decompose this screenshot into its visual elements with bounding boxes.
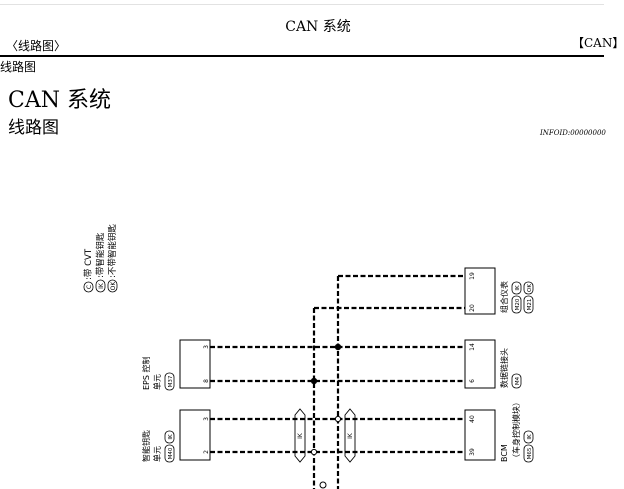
pin-number: 14 bbox=[469, 343, 476, 351]
component-label: 数据链接头 bbox=[499, 348, 509, 388]
connector-frame bbox=[164, 372, 175, 391]
legend-symbol-frame bbox=[107, 279, 118, 293]
connector-tags: M37 bbox=[164, 372, 175, 391]
breadcrumb: 线路图 bbox=[0, 60, 37, 74]
bcm: 40 39 BCM （车身控制模块） M65 IK bbox=[464, 398, 534, 463]
connector-frame bbox=[511, 295, 522, 314]
pin-number: 19 bbox=[469, 272, 476, 280]
wire-marker-frame bbox=[294, 408, 306, 463]
legend-item-no-intelligent-key: OK :不带智能钥匙 bbox=[107, 224, 118, 293]
pin-number: 39 bbox=[469, 448, 476, 456]
connector-tags: M40 IK bbox=[164, 430, 175, 463]
connector-tags: M4 bbox=[511, 373, 522, 389]
connector-frame bbox=[523, 295, 534, 314]
eps-control-unit: 3 8 EPS 控制 单元 M37 bbox=[141, 339, 211, 391]
component-label-line2: 单元 bbox=[152, 374, 162, 390]
wire-marker-label: IK bbox=[347, 432, 354, 439]
header-section: 〈线路图〉 bbox=[6, 39, 67, 53]
legend-symbol: C bbox=[86, 285, 93, 289]
component-box bbox=[179, 409, 211, 461]
legend-symbol: OK bbox=[110, 281, 117, 291]
page-title: CAN 系统 bbox=[8, 88, 111, 113]
component-label: 智能钥匙 bbox=[141, 430, 151, 462]
legend-symbol-frame bbox=[95, 279, 106, 293]
pin-number: 8 bbox=[203, 379, 210, 383]
connector-id: M4 bbox=[515, 376, 521, 385]
legend-label: :带智能钥匙 bbox=[95, 232, 106, 278]
legend-symbol: IK bbox=[98, 282, 105, 289]
pin-number: 40 bbox=[469, 415, 476, 423]
wire-marker-ik-left: IK bbox=[294, 408, 306, 463]
wiring-diagram: C :带 CVT IK :带智能钥匙 OK :不带智能钥匙 IK IK bbox=[83, 224, 534, 489]
page-subtitle: 线路图 bbox=[8, 118, 59, 138]
junction-open bbox=[334, 415, 342, 423]
top-border bbox=[0, 4, 604, 5]
connector-frame bbox=[523, 430, 534, 444]
connector-tags: M20 IK bbox=[511, 281, 522, 314]
connector-id: M21 bbox=[527, 299, 533, 311]
pin-number: 3 bbox=[203, 345, 210, 349]
legend-label: :带 CVT bbox=[84, 248, 94, 280]
connector-frame bbox=[164, 444, 175, 463]
legend-symbol-frame bbox=[83, 281, 94, 293]
combination-meter: 19 20 组合仪表 M20 IK M21 OK bbox=[464, 267, 534, 315]
component-box bbox=[464, 339, 496, 389]
component-label-cn: （车身控制模块） bbox=[511, 398, 521, 462]
connector-id: M37 bbox=[168, 375, 174, 387]
legend-item-cvt: C :带 CVT bbox=[83, 248, 94, 293]
component-box bbox=[179, 339, 211, 389]
connector-frame bbox=[523, 444, 534, 463]
connector-frame bbox=[523, 281, 534, 295]
data-link-connector: 14 6 数据链接头 M4 bbox=[464, 339, 522, 389]
pin-number: 2 bbox=[203, 450, 210, 454]
junction-marker bbox=[319, 481, 327, 489]
wire-marker-label: IK bbox=[297, 432, 304, 439]
wire-marker-ik-right: IK bbox=[344, 408, 356, 463]
connector-variant: IK bbox=[527, 434, 533, 440]
component-label: BCM bbox=[500, 444, 509, 462]
intelligent-key-unit: 3 2 智能钥匙 单元 M40 IK bbox=[141, 409, 211, 463]
component-label: EPS 控制 bbox=[141, 357, 151, 391]
legend: C :带 CVT IK :带智能钥匙 OK :不带智能钥匙 bbox=[83, 224, 118, 293]
header-divider bbox=[0, 55, 604, 57]
junction-dot bbox=[310, 377, 318, 385]
info-id: INFOID:00000000 bbox=[540, 129, 606, 137]
connector-frame bbox=[511, 373, 522, 389]
can-wires bbox=[210, 274, 465, 489]
pin-number: 3 bbox=[203, 417, 210, 421]
connector-tags: M21 OK bbox=[523, 281, 534, 314]
connector-variant: IK bbox=[515, 285, 521, 291]
connector-variant: OK bbox=[527, 284, 533, 292]
pin-number: 6 bbox=[469, 379, 476, 383]
connector-tags: M65 IK bbox=[523, 430, 534, 463]
junction-open bbox=[310, 448, 318, 456]
junction-dot bbox=[334, 343, 342, 351]
legend-item-intelligent-key: IK :带智能钥匙 bbox=[95, 232, 106, 293]
connector-id: M40 bbox=[168, 447, 174, 459]
connector-frame bbox=[164, 430, 175, 444]
connector-variant: IK bbox=[168, 434, 174, 440]
component-label: 组合仪表 bbox=[499, 281, 509, 313]
connector-id: M65 bbox=[527, 447, 533, 459]
header-title: CAN 系统 bbox=[285, 19, 351, 35]
header-tag: 【CAN】 bbox=[572, 36, 624, 50]
connector-id: M20 bbox=[515, 298, 521, 310]
component-label-line2: 单元 bbox=[152, 446, 162, 462]
component-box bbox=[464, 267, 496, 315]
component-box bbox=[464, 409, 496, 461]
wire-marker-frame bbox=[344, 408, 356, 463]
legend-label: :不带智能钥匙 bbox=[107, 224, 118, 278]
connector-frame bbox=[511, 281, 522, 295]
pin-number: 20 bbox=[469, 304, 476, 312]
